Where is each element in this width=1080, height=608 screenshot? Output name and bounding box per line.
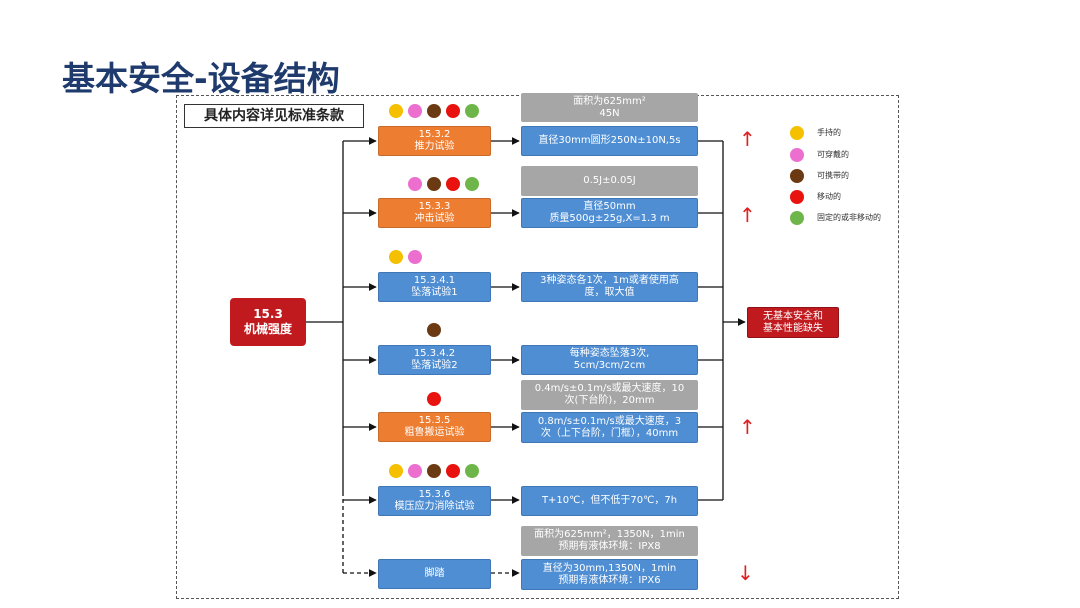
test-name: 推力试验	[414, 141, 455, 152]
page-title: 基本安全-设备结构	[62, 59, 340, 98]
handheld-dot	[389, 464, 403, 478]
test-clause: 15.3.6	[418, 489, 451, 500]
detail-line: 预期有液体环境：IPX6	[558, 574, 661, 586]
detail-line: 3种姿态各1次，1m或者使用高	[540, 275, 679, 286]
wearable-dot	[408, 464, 422, 478]
root-title: 机械强度	[243, 322, 292, 336]
legend-label: 手持的	[817, 128, 841, 137]
mobile-dot	[446, 104, 460, 118]
decrease-arrow-icon: ↓	[737, 561, 754, 585]
detail-line: 0.8m/s±0.1m/s或最大速度，3	[537, 415, 682, 427]
test-box-impact: 15.3.3 冲击试验	[378, 198, 491, 228]
fixed-dot	[465, 177, 479, 191]
test-box-push: 15.3.2 推力试验	[378, 126, 491, 156]
test-name: 模压应力消除试验	[394, 501, 475, 512]
portable-dot	[427, 104, 441, 118]
top-info-line: 面积为625mm²，1350N，1min	[534, 529, 685, 540]
top-info-box: 0.5J±0.05J	[521, 166, 698, 196]
top-info-box: 面积为625mm² 45N	[521, 93, 698, 122]
legend-swatch	[790, 126, 804, 140]
portable-dot	[427, 323, 441, 337]
test-box-drop-2: 15.3.4.2 坠落试验2	[378, 345, 491, 375]
top-info-box: 面积为625mm²，1350N，1min 预期有液体环境：IPX8	[521, 526, 698, 556]
legend-swatch	[790, 211, 804, 225]
top-info-line: 45N	[599, 107, 620, 119]
detail-line: 次（上下台阶，门框），40mm	[540, 427, 679, 439]
detail-box: 直径为30mm,1350N，1min 预期有液体环境：IPX6	[521, 559, 698, 590]
legend-label: 固定的或非移动的	[817, 213, 881, 222]
top-info-line: 0.5J±0.05J	[583, 175, 636, 186]
result-line-1: 无基本安全和	[763, 310, 823, 322]
detail-line: T+10℃，但不低于70℃，7h	[541, 495, 678, 506]
increase-arrow-icon: ↑	[739, 415, 756, 439]
fixed-dot	[465, 104, 479, 118]
test-name: 冲击试验	[414, 213, 455, 224]
handheld-dot	[389, 250, 403, 264]
detail-line: 质量500g±25g,X=1.3 m	[549, 213, 670, 224]
wearable-dot	[408, 250, 422, 264]
test-clause: 15.3.5	[418, 415, 451, 426]
root-box-mechanical-strength: 15.3 机械强度	[230, 298, 306, 346]
test-name: 脚踏	[424, 568, 445, 579]
detail-line: 直径50mm	[583, 201, 636, 212]
detail-box: 0.8m/s±0.1m/s或最大速度，3 次（上下台阶，门框），40mm	[521, 412, 698, 443]
mobile-dot	[446, 464, 460, 478]
top-info-line: 次(下台阶)，20mm	[564, 395, 655, 406]
result-box: 无基本安全和 基本性能缺失	[747, 307, 839, 338]
detail-box: 直径50mm 质量500g±25g,X=1.3 m	[521, 198, 698, 228]
mobile-dot	[427, 392, 441, 406]
standard-note: 具体内容详见标准条款	[184, 104, 364, 128]
test-box-drop-1: 15.3.4.1 坠落试验1	[378, 272, 491, 302]
detail-line: 度，取大值	[584, 287, 635, 298]
legend-label: 可穿戴的	[817, 150, 849, 159]
detail-box: 直径30mm圆形250N±10N,5s	[521, 126, 698, 156]
test-clause: 15.3.2	[418, 129, 451, 140]
detail-box: T+10℃，但不低于70℃，7h	[521, 486, 698, 516]
top-info-line: 预期有液体环境：IPX8	[558, 541, 661, 552]
test-box-rough-handling: 15.3.5 粗鲁搬运试验	[378, 412, 491, 442]
result-line-2: 基本性能缺失	[763, 322, 823, 334]
legend-label: 移动的	[817, 192, 841, 201]
detail-line: 直径为30mm,1350N，1min	[542, 562, 677, 574]
legend-swatch	[790, 148, 804, 162]
increase-arrow-icon: ↑	[739, 127, 756, 151]
wearable-dot	[408, 104, 422, 118]
test-clause: 15.3.4.1	[413, 275, 456, 286]
detail-box: 每种姿态坠落3次, 5cm/3cm/2cm	[521, 345, 698, 375]
test-name: 坠落试验2	[411, 360, 458, 371]
top-info-box: 0.4m/s±0.1m/s或最大速度，10 次(下台阶)，20mm	[521, 380, 698, 410]
legend-swatch	[790, 169, 804, 183]
test-clause: 15.3.4.2	[413, 348, 456, 359]
test-box-mould-stress: 15.3.6 模压应力消除试验	[378, 486, 491, 516]
legend-swatch	[790, 190, 804, 204]
detail-box: 3种姿态各1次，1m或者使用高 度，取大值	[521, 272, 698, 302]
test-clause: 15.3.3	[418, 201, 451, 212]
increase-arrow-icon: ↑	[739, 203, 756, 227]
portable-dot	[427, 464, 441, 478]
test-name: 坠落试验1	[411, 287, 458, 298]
handheld-dot	[389, 104, 403, 118]
wearable-dot	[408, 177, 422, 191]
top-info-line: 面积为625mm²	[573, 95, 646, 107]
mobile-dot	[446, 177, 460, 191]
detail-line: 直径30mm圆形250N±10N,5s	[538, 135, 681, 146]
top-info-line: 0.4m/s±0.1m/s或最大速度，10	[534, 383, 685, 394]
test-name: 粗鲁搬运试验	[404, 427, 465, 438]
portable-dot	[427, 177, 441, 191]
root-clause: 15.3	[253, 307, 283, 321]
test-box-foot-stepping: 脚踏	[378, 559, 491, 589]
detail-line: 每种姿态坠落3次,	[569, 348, 650, 359]
detail-line: 5cm/3cm/2cm	[573, 360, 646, 371]
legend-label: 可携带的	[817, 171, 849, 180]
fixed-dot	[465, 464, 479, 478]
